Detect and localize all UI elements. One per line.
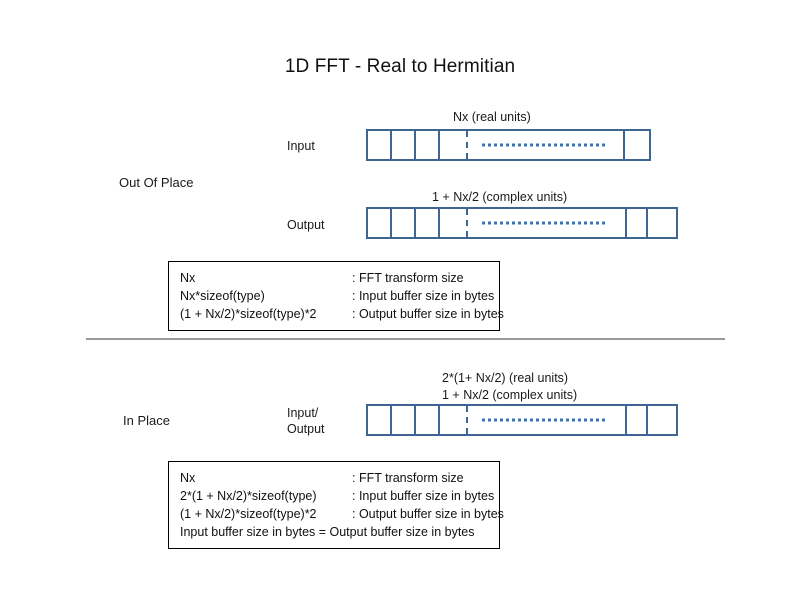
legend-row: Nx : FFT transform size <box>180 469 489 487</box>
buffer-cell <box>648 406 676 434</box>
buffer-cell <box>648 209 676 237</box>
buffer-cell-dashed-boundary <box>440 209 468 237</box>
legend-out-of-place: Nx : FFT transform size Nx*sizeof(type) … <box>168 261 504 331</box>
page-title: 1D FFT - Real to Hermitian <box>284 56 516 77</box>
legend-description: : Output buffer size in bytes <box>352 307 504 321</box>
buffer-cell-ellipsis <box>468 209 627 237</box>
legend-row: Nx : FFT transform size <box>180 269 489 287</box>
legend-row: (1 + Nx/2)*sizeof(type)*2 : Output buffe… <box>180 505 504 523</box>
buffer-cell <box>627 406 648 434</box>
legend-in-place: Nx : FFT transform size 2*(1 + Nx/2)*siz… <box>168 461 504 549</box>
section-label-in-place: In Place <box>123 413 170 428</box>
buffer-cell <box>416 209 440 237</box>
buffer-cell <box>392 406 416 434</box>
caption-inplace-real-size: 2*(1+ Nx/2) (real units) <box>442 371 569 385</box>
buffer-cell <box>392 209 416 237</box>
buffer-cell <box>392 131 416 159</box>
buffer-cell-dashed-boundary <box>440 131 468 159</box>
legend-term: Nx <box>180 471 196 485</box>
port-label-input: Input <box>287 139 315 153</box>
inout-buffer-bar <box>366 404 678 436</box>
legend-row: Input buffer size in bytes = Output buff… <box>180 523 489 541</box>
buffer-cell <box>368 406 392 434</box>
legend-row: Nx*sizeof(type) : Input buffer size in b… <box>180 287 494 305</box>
legend-term: 2*(1 + Nx/2)*sizeof(type) <box>180 489 317 503</box>
buffer-cell <box>625 131 649 159</box>
dotted-continuation-icon <box>482 221 607 225</box>
legend-description <box>475 523 489 541</box>
legend-description: : Output buffer size in bytes <box>352 507 504 521</box>
buffer-cell-ellipsis <box>468 131 625 159</box>
section-label-out-of-place: Out Of Place <box>119 175 194 190</box>
port-label-line-input: Input/ <box>287 406 319 420</box>
legend-term: Nx <box>180 271 196 285</box>
legend-description: : Input buffer size in bytes <box>352 289 495 303</box>
port-label-line-output: Output <box>287 422 325 436</box>
legend-row: 2*(1 + Nx/2)*sizeof(type) : Input buffer… <box>180 487 494 505</box>
legend-description: : FFT transform size <box>352 471 464 485</box>
legend-description: : FFT transform size <box>352 271 464 285</box>
caption-input-size: Nx (real units) <box>453 110 531 124</box>
buffer-cell-dashed-boundary <box>440 406 468 434</box>
buffer-cell-ellipsis <box>468 406 627 434</box>
caption-output-size: 1 + Nx/2 (complex units) <box>432 190 568 204</box>
buffer-cell <box>368 209 392 237</box>
buffer-cell <box>416 131 440 159</box>
input-buffer-bar <box>366 129 651 161</box>
legend-term: Nx*sizeof(type) <box>180 289 265 303</box>
buffer-cell <box>627 209 648 237</box>
legend-row: (1 + Nx/2)*sizeof(type)*2 : Output buffe… <box>180 305 504 323</box>
dotted-continuation-icon <box>482 418 607 422</box>
buffer-cell <box>416 406 440 434</box>
legend-term: (1 + Nx/2)*sizeof(type)*2 <box>180 507 317 521</box>
output-buffer-bar <box>366 207 678 239</box>
caption-inplace-complex-size: 1 + Nx/2 (complex units) <box>442 388 578 402</box>
port-label-output: Output <box>287 218 325 232</box>
legend-description: : Input buffer size in bytes <box>352 489 495 503</box>
dotted-continuation-icon <box>482 143 605 147</box>
port-label-input-output: Input/ Output <box>287 405 325 437</box>
legend-term: (1 + Nx/2)*sizeof(type)*2 <box>180 307 317 321</box>
section-divider <box>86 338 725 340</box>
legend-term: Input buffer size in bytes = Output buff… <box>180 525 475 539</box>
buffer-cell <box>368 131 392 159</box>
